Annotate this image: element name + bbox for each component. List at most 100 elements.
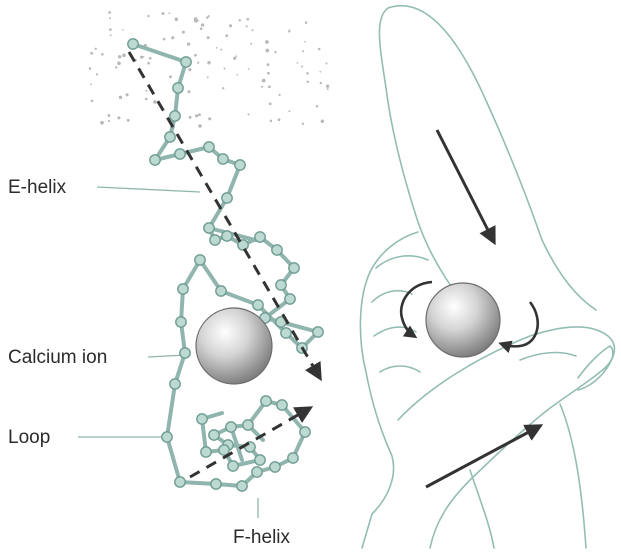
speckle-dot (163, 38, 166, 41)
speckle-dot (302, 123, 304, 125)
backbone-atom (276, 280, 286, 290)
speckle-dot (274, 51, 276, 53)
speckle-dot (127, 119, 130, 122)
speckle-dot (278, 118, 281, 121)
speckle-dot (145, 90, 147, 92)
speckle-dot (288, 110, 290, 112)
index-finger-arrow (437, 130, 494, 242)
backbone-atom (261, 396, 271, 406)
speckle-dot (262, 79, 266, 83)
speckle-dot (143, 56, 145, 58)
speckle-dot (304, 41, 306, 43)
backbone-atom (285, 294, 295, 304)
e-helix-leader (97, 187, 200, 192)
backbone-atom (243, 420, 253, 430)
backbone-atom (255, 232, 265, 242)
backbone-atom (204, 223, 214, 233)
speckle-dot (236, 55, 238, 57)
speckle-dot (307, 81, 309, 83)
backbone-atom (178, 284, 188, 294)
speckle-dot (201, 23, 204, 26)
speckle-dot (207, 76, 209, 78)
speckle-dot (90, 83, 92, 85)
backbone-atom (195, 255, 205, 265)
speckle-dot (145, 98, 147, 100)
speckle-dot (197, 62, 199, 64)
backbone-atom (272, 245, 282, 255)
speckle-dot (109, 28, 112, 31)
speckle-dot (188, 68, 191, 71)
speckle-dot (119, 96, 122, 99)
speckle-dot (246, 25, 248, 27)
speckle-dot (118, 55, 121, 58)
speckle-dot (247, 113, 249, 115)
speckle-dot (147, 62, 150, 65)
backbone-atom (252, 467, 262, 477)
speckle-dot (107, 114, 110, 117)
backbone-atom (237, 481, 247, 491)
backbone-atom (176, 317, 186, 327)
speckle-dot (246, 18, 249, 21)
backbone-atom (173, 83, 183, 93)
speckle-dot (267, 63, 270, 66)
f-helix-label: F-helix (233, 527, 290, 549)
speckle-dot (147, 15, 149, 17)
speckle-dot (237, 74, 239, 76)
backbone-atom (165, 132, 175, 142)
speckle-dot (207, 61, 210, 64)
speckle-dot (269, 103, 272, 106)
backbone-atom (313, 327, 323, 337)
speckle-dot (153, 100, 156, 103)
speckle-dot (198, 113, 201, 116)
wrist-outline (560, 404, 586, 548)
speckle-dot (101, 53, 104, 56)
speckle-dot (265, 40, 269, 44)
backbone-atom (209, 430, 219, 440)
speckle-dot (90, 52, 93, 55)
speckle-dot (319, 71, 321, 73)
speckle-dot (189, 116, 192, 119)
backbone-atom (253, 300, 263, 310)
background-speckles (89, 11, 330, 129)
speckle-dot (296, 62, 298, 64)
speckle-dot (89, 67, 92, 70)
thumb-nail-outline (578, 346, 613, 390)
speckle-dot (267, 72, 270, 75)
backbone-atom (288, 453, 298, 463)
calcium-ion-hand-sphere (426, 283, 500, 357)
backbone-atom (228, 461, 238, 471)
speckle-dot (318, 48, 321, 51)
hand-outline (360, 6, 614, 548)
backbone-atom (289, 263, 299, 273)
backbone-atom (170, 379, 180, 389)
speckle-dot (302, 50, 304, 52)
backbone-atom (150, 155, 160, 165)
speckle-dot (233, 57, 236, 60)
speckle-dot (248, 68, 250, 70)
speckle-dot (200, 27, 203, 30)
speckle-dot (301, 65, 303, 67)
speckle-dot (265, 49, 269, 53)
backbone-atom (226, 422, 236, 432)
speckle-dot (122, 29, 124, 31)
backbone-atom (281, 328, 291, 338)
backbone-atom (162, 432, 172, 442)
speckle-dot (149, 57, 152, 60)
speckle-dot (250, 43, 252, 45)
speckle-dot (261, 86, 263, 88)
speckle-dot (175, 18, 179, 22)
speckle-dot (251, 29, 253, 31)
speckle-dot (109, 17, 111, 19)
thumb-outline (398, 327, 614, 548)
backbone-atom (270, 462, 280, 472)
backbone-atom (204, 142, 214, 152)
speckle-dot (239, 19, 241, 21)
speckle-dot (91, 100, 94, 103)
calcium-ion-label: Calcium ion (8, 347, 107, 369)
backbone-atom (170, 111, 180, 121)
speckle-dot (321, 119, 325, 123)
backbone-atom (300, 427, 310, 437)
speckle-dot (122, 53, 126, 57)
speckle-dot (100, 121, 104, 125)
